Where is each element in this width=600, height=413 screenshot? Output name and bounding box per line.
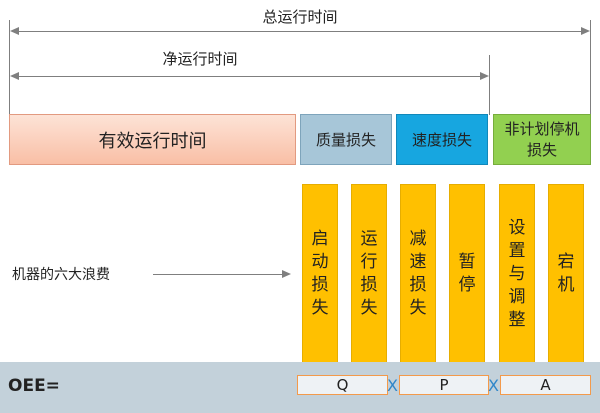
six-losses-arrow-icon bbox=[282, 270, 291, 278]
unplanned-stop-box: 非计划停机损失 bbox=[493, 114, 591, 165]
left-extension-line bbox=[9, 20, 10, 114]
multiply-icon-1: X bbox=[387, 376, 398, 395]
speed-loss-box: 速度损失 bbox=[396, 114, 488, 165]
total-time-arrow-right-icon bbox=[581, 27, 590, 35]
loss-slowdown-text: 减速损失 bbox=[409, 229, 427, 318]
total-time-arrow-left-icon bbox=[10, 27, 19, 35]
effective-time-box: 有效运行时间 bbox=[9, 114, 296, 165]
loss-pause-text: 暂停 bbox=[458, 252, 476, 295]
loss-running-text: 运行损失 bbox=[360, 229, 378, 318]
total-time-line bbox=[12, 31, 587, 32]
net-time-arrow-left-icon bbox=[10, 72, 19, 80]
loss-setup: 设置与调整 bbox=[499, 184, 535, 364]
six-losses-label: 机器的六大浪费 bbox=[12, 267, 110, 283]
oee-q-box: Q bbox=[297, 375, 388, 395]
multiply-icon-2: X bbox=[488, 376, 499, 395]
loss-startup-text: 启动损失 bbox=[311, 229, 329, 318]
oee-label: OEE= bbox=[8, 376, 60, 396]
total-right-extension-line bbox=[590, 20, 591, 114]
oee-p-box: P bbox=[399, 375, 489, 395]
loss-downtime-text: 宕机 bbox=[557, 252, 575, 295]
net-right-extension-line bbox=[489, 55, 490, 115]
oee-a-box: A bbox=[500, 375, 591, 395]
loss-running: 运行损失 bbox=[351, 184, 387, 364]
net-time-label: 净运行时间 bbox=[162, 50, 238, 68]
loss-pause: 暂停 bbox=[449, 184, 485, 364]
net-time-arrow-right-icon bbox=[480, 72, 489, 80]
six-losses-pointer-line bbox=[153, 274, 283, 275]
loss-startup: 启动损失 bbox=[302, 184, 338, 364]
loss-slowdown: 减速损失 bbox=[400, 184, 436, 364]
loss-downtime: 宕机 bbox=[548, 184, 584, 364]
loss-setup-text: 设置与调整 bbox=[508, 217, 526, 330]
total-time-label: 总运行时间 bbox=[262, 8, 338, 26]
quality-loss-box: 质量损失 bbox=[300, 114, 392, 165]
net-time-line bbox=[12, 76, 486, 77]
